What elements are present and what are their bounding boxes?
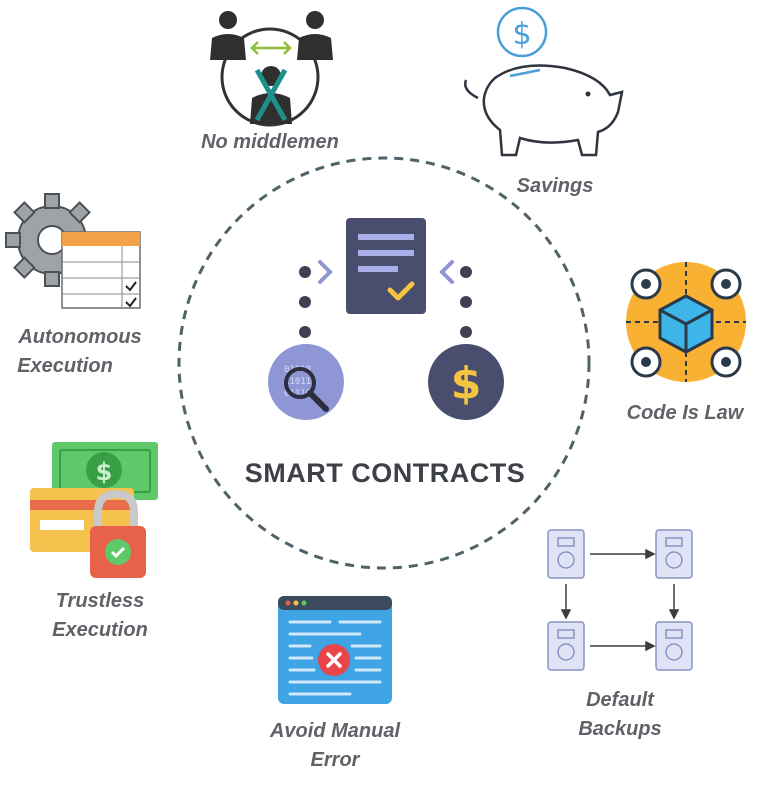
feature-label-avoid-manual-error-line1: Avoid Manual bbox=[269, 720, 400, 742]
svg-text:$: $ bbox=[451, 358, 482, 409]
feature-label-avoid-manual-error-line2: Error bbox=[310, 749, 360, 771]
svg-text:11011: 11011 bbox=[284, 377, 311, 387]
feature-label-trustless-execution-line1: Trustless bbox=[55, 590, 145, 612]
feature-label-default-backups-line2: Backups bbox=[578, 718, 662, 740]
feature-label-savings: Savings bbox=[516, 175, 594, 197]
feature-label-default-backups-line1: Default bbox=[586, 689, 654, 711]
svg-text:$: $ bbox=[96, 458, 113, 486]
svg-text:01110: 01110 bbox=[284, 389, 311, 399]
feature-label-code-is-law: Code Is Law bbox=[626, 402, 744, 424]
svg-text:$: $ bbox=[512, 17, 531, 52]
feature-label-trustless-execution-line2: Execution bbox=[52, 619, 148, 641]
feature-label-no-middlemen: No middlemen bbox=[201, 131, 339, 153]
feature-label-autonomous-execution-line2: Execution bbox=[17, 355, 113, 377]
central-title: SMART CONTRACTS bbox=[244, 458, 526, 488]
feature-label-autonomous-execution-line1: Autonomous bbox=[18, 326, 142, 348]
